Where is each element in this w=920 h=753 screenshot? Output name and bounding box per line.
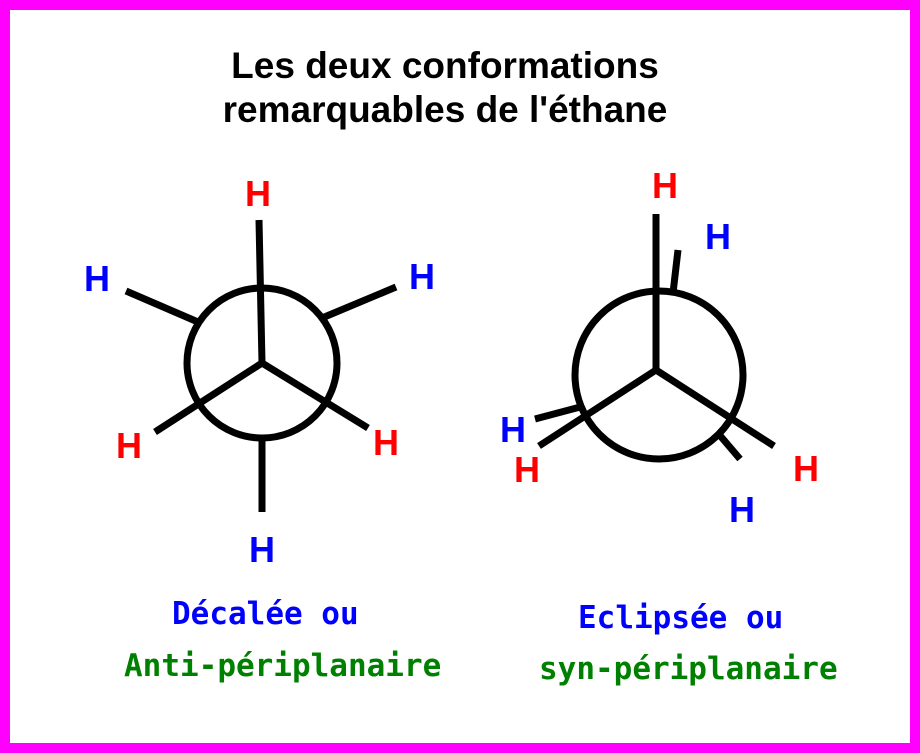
eclipsed-back-bond-left	[534, 402, 585, 423]
eclipsed-back-h-top: H	[705, 216, 731, 257]
eclipsed-front-h-left: H	[514, 449, 540, 490]
staggered-back-bond-upper-right	[320, 283, 398, 322]
title-line-1: Les deux conformations	[231, 45, 659, 86]
eclipsed-back-bond-right	[714, 429, 743, 462]
eclipsed-atoms: H H H H H H	[500, 165, 819, 530]
staggered-caption-line-1: Décalée ou	[172, 596, 359, 632]
staggered-front-h-top: H	[245, 173, 271, 214]
eclipsed-back-h-left: H	[500, 409, 526, 450]
staggered-front-h-left: H	[116, 425, 142, 466]
eclipsed-front-h-top: H	[652, 165, 678, 206]
eclipsed-caption-line-1: Eclipsée ou	[578, 600, 784, 636]
eclipsed-caption-line-2: syn-périplanaire	[539, 651, 838, 687]
staggered-front-bond-right	[260, 360, 370, 431]
staggered-front-h-right: H	[373, 422, 399, 463]
eclipsed-projection	[534, 214, 776, 463]
staggered-projection	[124, 219, 398, 512]
eclipsed-front-bond-left	[537, 367, 658, 449]
diagram-title: Les deux conformations remarquables de l…	[140, 44, 750, 132]
staggered-back-h-upper-right: H	[409, 256, 435, 297]
eclipsed-front-bond-right	[654, 367, 776, 449]
staggered-back-bond-upper-left	[124, 287, 200, 326]
eclipsed-back-bond-top	[669, 249, 682, 294]
title-line-2: remarquables de l'éthane	[222, 89, 668, 130]
eclipsed-front-h-right: H	[793, 448, 819, 489]
staggered-back-h-bottom: H	[249, 529, 275, 570]
staggered-back-h-upper-left: H	[84, 258, 110, 299]
eclipsed-back-h-right: H	[729, 489, 755, 530]
staggered-front-bond-left	[153, 360, 264, 435]
staggered-atoms: H H H H H H	[84, 173, 435, 570]
staggered-caption-line-2: Anti-périplanaire	[124, 648, 442, 684]
staggered-front-bond-top	[255, 219, 266, 364]
